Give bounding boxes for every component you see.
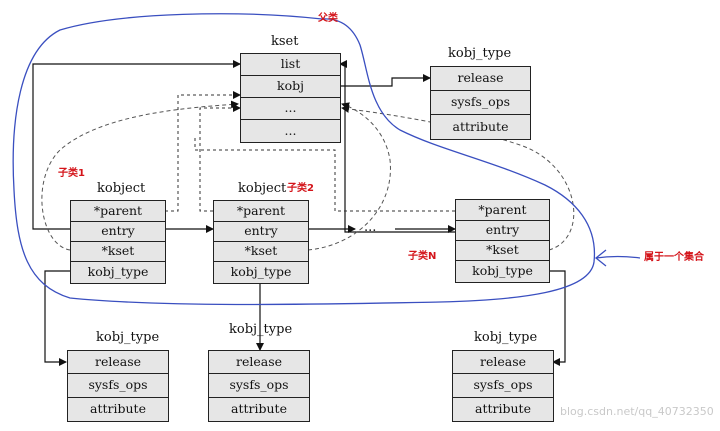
kobject-1-field-kobj-type: kobj_type (71, 262, 165, 283)
ktype-bottom-1-field-sysfs-ops: sysfs_ops (68, 374, 168, 398)
ktype-bottom-1-title: kobj_type (96, 330, 160, 345)
ktype-bottom-2-field-sysfs-ops: sysfs_ops (209, 374, 309, 398)
kset-title: kset (271, 34, 299, 49)
dash-parent1-to-kset (165, 91, 241, 212)
line-ktypen-down (549, 270, 566, 366)
kobject-2-field-kset: *kset (214, 242, 308, 262)
kobject-2-field-entry: entry (214, 222, 308, 242)
set-boundary-loop (12, 13, 596, 306)
ktype-top-box: release sysfs_ops attribute (430, 66, 531, 140)
dash-kset1-to-kset (41, 100, 239, 251)
ktype-bottom-1-field-release: release (68, 351, 168, 374)
kobject-n-field-entry: entry (456, 221, 549, 241)
kobject-2-field-parent: *parent (214, 201, 308, 222)
ktype-top-title: kobj_type (448, 46, 512, 61)
ktype-bottom-2-field-release: release (209, 351, 309, 374)
kset-field-more-2: ... (241, 120, 340, 142)
dash-ksetn-to-kset (341, 104, 575, 251)
kobject-1-field-kset: *kset (71, 242, 165, 262)
kobject-1-title: kobject (97, 181, 146, 196)
dash-parent2-to-kset (199, 104, 241, 212)
kset-field-list: list (241, 54, 340, 76)
kobject-n-field-kobj-type: kobj_type (456, 261, 549, 282)
ktype-bottom-2-field-attribute: attribute (209, 398, 309, 421)
annotation-child-class-n: 子类N (408, 251, 437, 262)
ktype-bottom-1-field-attribute: attribute (68, 398, 168, 421)
ktype-bottom-3-field-sysfs-ops: sysfs_ops (453, 374, 553, 398)
ktype-bottom-2-title: kobj_type (229, 322, 293, 337)
ktype-top-field-release: release (431, 67, 530, 91)
ktype-bottom-3-box: release sysfs_ops attribute (452, 350, 554, 422)
annotation-child-class-2: 子类2 (287, 183, 314, 194)
kset-box: list kobj ... ... (240, 53, 341, 143)
ktype-bottom-3-field-attribute: attribute (453, 398, 553, 421)
line-entry1-to-list (32, 60, 241, 230)
kobject-n-field-parent: *parent (456, 200, 549, 221)
annotation-child-class-1: 子类1 (58, 168, 85, 179)
ktype-bottom-2-box: release sysfs_ops attribute (208, 350, 310, 422)
set-pointer-arrow (594, 249, 641, 267)
line-ktype1-down (44, 270, 70, 366)
ktype-bottom-3-field-release: release (453, 351, 553, 374)
kset-field-kobj: kobj (241, 76, 340, 98)
kobject-n-box: *parent entry *kset kobj_type (455, 199, 550, 283)
watermark: blog.csdn.net/qq_40732350 (560, 405, 714, 418)
ktype-bottom-3-title: kobj_type (474, 330, 538, 345)
kobject-1-field-entry: entry (71, 222, 165, 242)
kobject-n-field-kset: *kset (456, 241, 549, 261)
dash-parentn-to-kset (194, 138, 455, 212)
kobject-2-box: *parent entry *kset kobj_type (213, 200, 309, 284)
dash-kset2-to-kset (307, 102, 391, 251)
kobject-1-field-parent: *parent (71, 201, 165, 222)
annotation-parent-class: 父类 (318, 13, 338, 24)
ktype-bottom-1-box: release sysfs_ops attribute (67, 350, 169, 422)
kset-field-more-1: ... (241, 98, 340, 120)
ktype-top-field-sysfs-ops: sysfs_ops (431, 91, 530, 115)
kobject-2-field-kobj-type: kobj_type (214, 262, 308, 283)
kobject-1-box: *parent entry *kset kobj_type (70, 200, 166, 284)
kobject-2-title: kobject (238, 181, 287, 196)
annotation-belongs-to-set: 属于一个集合 (644, 252, 704, 263)
line-kobj-to-ktype (340, 74, 431, 87)
line-entryn-to-list (339, 60, 455, 233)
kobject-ellipsis: ... (364, 220, 377, 235)
ktype-top-field-attribute: attribute (431, 115, 530, 139)
